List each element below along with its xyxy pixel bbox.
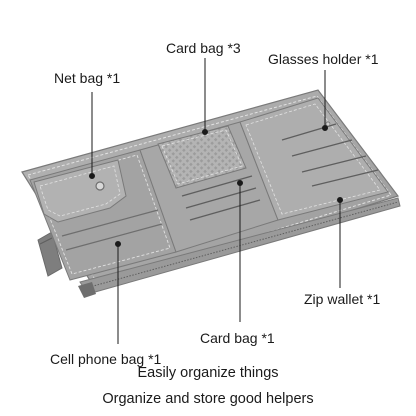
leader-dot-card-bag-3 xyxy=(202,129,208,135)
leader-dot-cell-phone-bag xyxy=(115,241,121,247)
leader-dot-glasses-holder xyxy=(322,125,328,131)
snap-button xyxy=(95,181,105,191)
zipper-pull xyxy=(78,282,96,298)
leader-dot-net-bag xyxy=(89,173,95,179)
label-cell-phone-bag: Cell phone bag *1 xyxy=(50,351,162,367)
leader-dot-card-bag-1 xyxy=(237,180,243,186)
annotation-leaders xyxy=(89,58,343,344)
caption-line-2: Organize and store good helpers xyxy=(102,391,314,407)
label-glasses-holder: Glasses holder *1 xyxy=(268,51,379,67)
label-card-bag-1: Card bag *1 xyxy=(200,330,275,346)
label-net-bag: Net bag *1 xyxy=(54,70,121,86)
label-zip-wallet: Zip wallet *1 xyxy=(304,291,381,307)
caption-line-1: Easily organize things xyxy=(137,365,279,381)
elastic-strap xyxy=(37,231,63,277)
leader-dot-zip-wallet xyxy=(337,197,343,203)
label-card-bag-3: Card bag *3 xyxy=(166,40,241,56)
net-bag-pocket xyxy=(29,149,177,281)
